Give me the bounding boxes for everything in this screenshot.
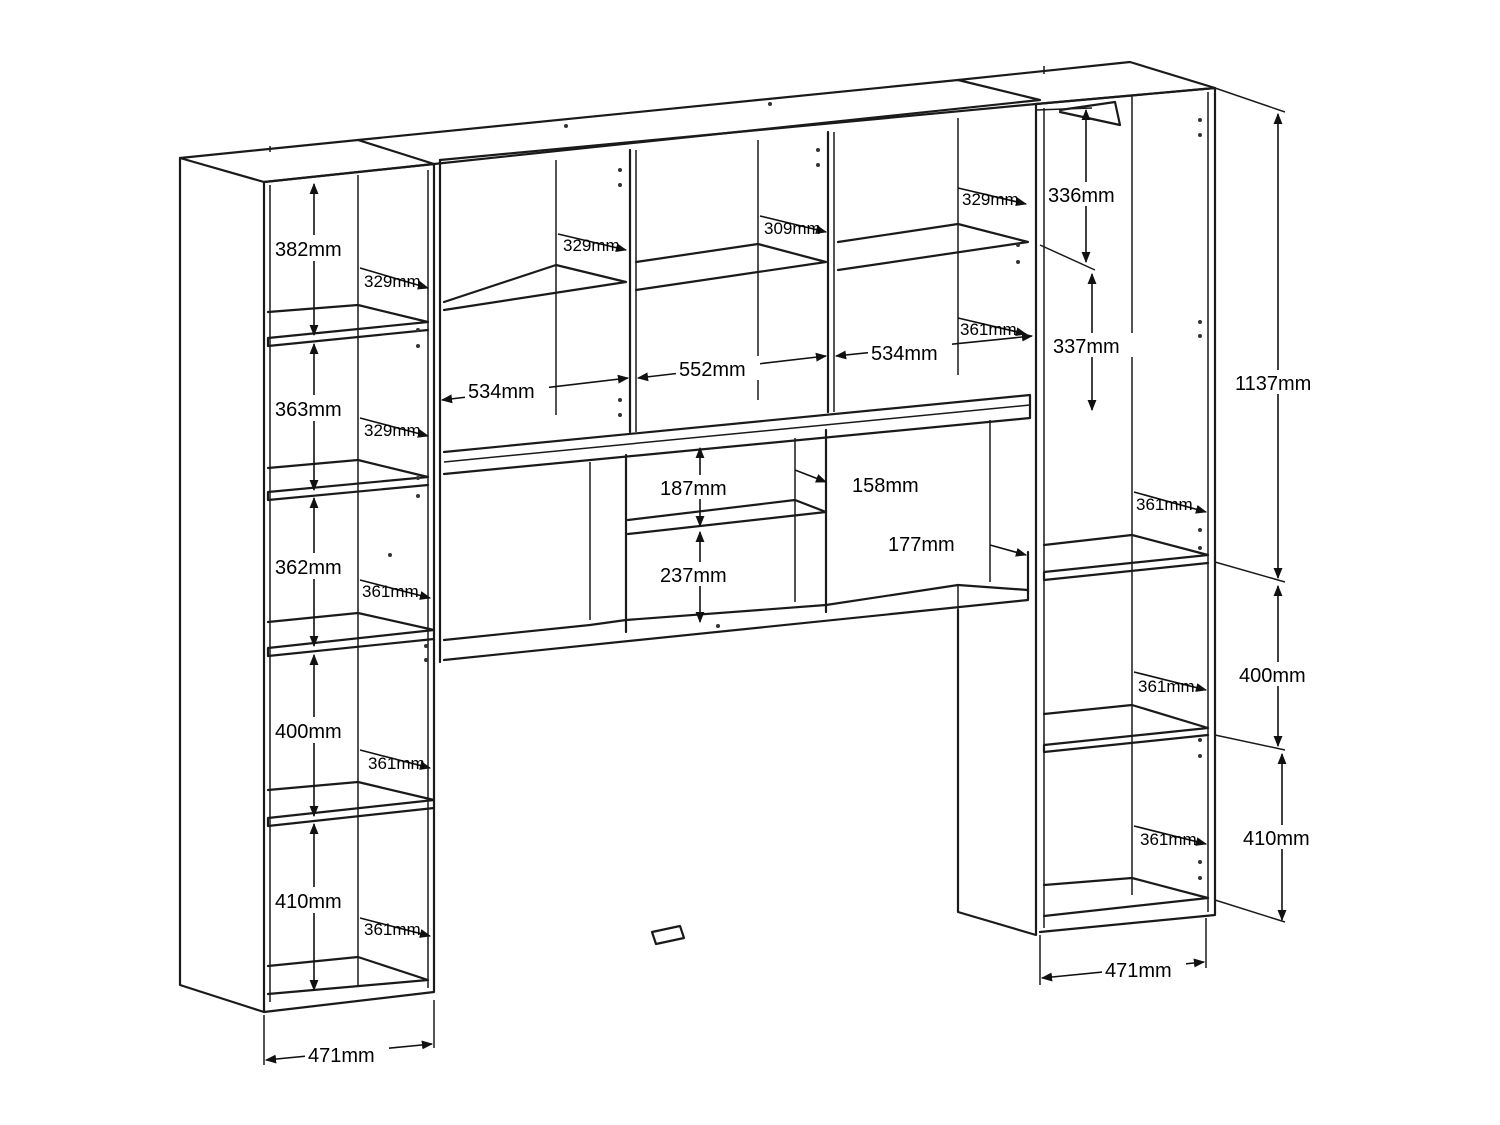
right-top-height-2: 337mm [1053, 336, 1120, 358]
left-width: 471mm [308, 1045, 375, 1067]
left-depth-2: 329mm [364, 421, 421, 440]
left-depth-4: 361mm [368, 754, 425, 773]
left-height-3: 362mm [275, 557, 342, 579]
peg-holes [388, 102, 1202, 880]
right-depth-3: 361mm [1140, 830, 1197, 849]
right-tower [956, 60, 1217, 937]
left-height-2: 363mm [275, 399, 342, 421]
left-height-5: 410mm [275, 891, 342, 913]
cubby-height-2: 237mm [660, 565, 727, 587]
right-width: 471mm [1105, 960, 1172, 982]
cubby-height-1: 187mm [660, 478, 727, 500]
wall-knob-icon [650, 924, 686, 946]
dimension-labels: 382mm 363mm 362mm 400mm 410mm 329mm 329m… [272, 182, 1328, 1067]
left-height-4: 400mm [275, 721, 342, 743]
bridge-depth-4: 361mm [960, 320, 1017, 339]
bridge-width-1: 534mm [468, 381, 535, 403]
right-depth-1: 361mm [1136, 495, 1193, 514]
bridge-depth-1: 329mm [563, 236, 620, 255]
left-height-1: 382mm [275, 239, 342, 261]
right-depth-2: 361mm [1138, 677, 1195, 696]
bridge-depth-2: 309mm [764, 219, 821, 238]
left-depth-5: 361mm [364, 920, 421, 939]
bridge-unit [356, 78, 1042, 664]
right-lower-height-1: 400mm [1239, 665, 1306, 687]
right-top-height-1: 336mm [1048, 185, 1115, 207]
bridge-width-2: 552mm [679, 359, 746, 381]
bridge-width-3: 534mm [871, 343, 938, 365]
bridge-right-depth: 177mm [888, 534, 955, 556]
bridge-depth-3: 329mm [962, 190, 1019, 209]
left-depth-3: 361mm [362, 582, 419, 601]
left-depth-1: 329mm [364, 272, 421, 291]
cubby-depth: 158mm [852, 475, 919, 497]
right-lower-height-2: 410mm [1243, 828, 1310, 850]
right-total-height: 1137mm [1235, 373, 1311, 395]
